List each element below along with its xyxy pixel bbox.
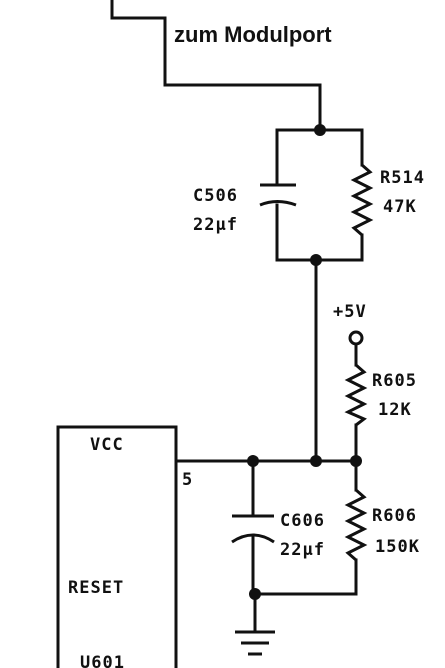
r514-ref: R514 xyxy=(380,168,425,188)
ic-vcc-label: VCC xyxy=(90,435,124,455)
wire-to-modulport xyxy=(110,0,322,132)
ic-pin-number: 5 xyxy=(182,470,193,490)
c606-plate-bottom xyxy=(231,533,275,544)
r606-resistor xyxy=(344,488,368,562)
c506-value: 22μf xyxy=(193,215,238,235)
ic-reset-label: RESET xyxy=(68,578,124,598)
supply-label: +5V xyxy=(333,302,367,322)
c506-ref: C506 xyxy=(193,186,238,206)
c506-plate-bottom xyxy=(259,200,297,207)
c606-value: 22μf xyxy=(280,540,325,560)
r606-value: 150K xyxy=(375,537,420,557)
ground-icon xyxy=(235,630,275,656)
r605-ref: R605 xyxy=(372,371,417,391)
r514-value: 47K xyxy=(383,197,417,217)
r606-ref: R606 xyxy=(372,506,417,526)
junction-top xyxy=(314,124,326,136)
ic-name-label: U601 xyxy=(80,653,125,668)
r605-resistor xyxy=(344,363,368,427)
supply-terminal xyxy=(348,330,364,346)
c606-ref: C606 xyxy=(280,511,325,531)
ic-u601-body xyxy=(56,425,178,668)
r514-resistor xyxy=(350,163,374,237)
r605-value: 12K xyxy=(378,400,412,420)
modulport-label: zum Modulport xyxy=(174,22,332,47)
junction-main xyxy=(310,455,322,467)
